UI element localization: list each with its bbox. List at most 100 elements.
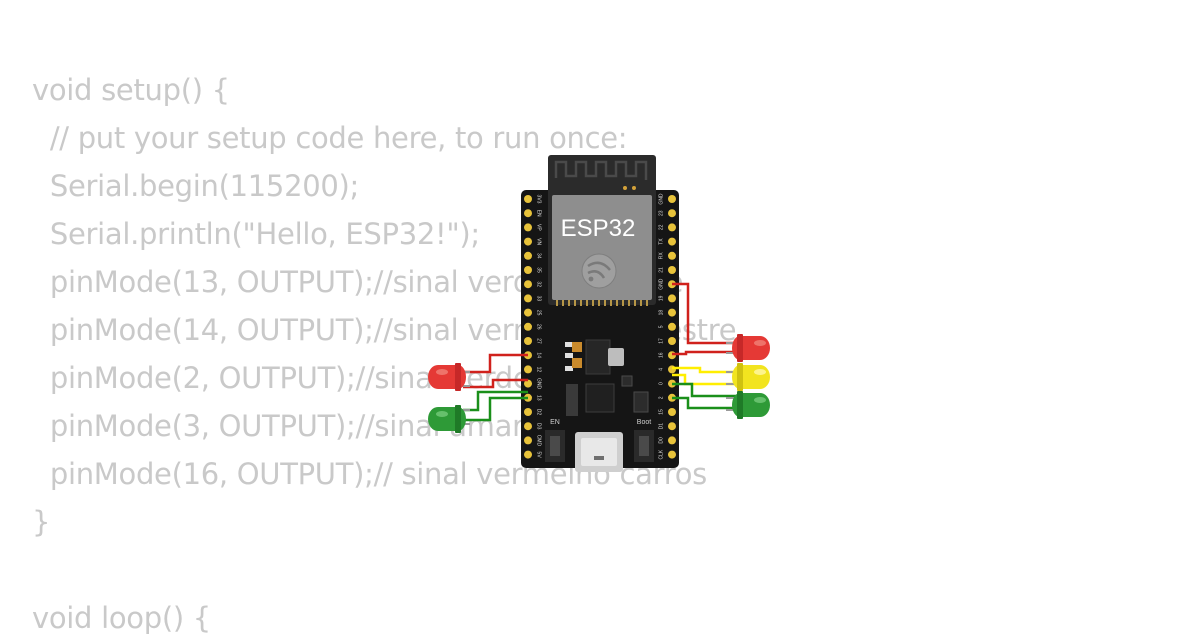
pin-label: 33 (536, 296, 542, 302)
led-yellow-right[interactable] (726, 363, 770, 391)
pin-pad[interactable] (524, 209, 532, 218)
pin-label: 13 (536, 395, 542, 401)
pin-label: 19 (658, 295, 664, 301)
pin-label: 27 (536, 338, 542, 344)
pin-pad[interactable] (668, 436, 676, 445)
code-line: // put your setup code here, to run once… (32, 121, 628, 155)
pin-label: CMD (536, 435, 542, 447)
pin-label: D3 (536, 423, 542, 430)
pin-label: 22 (658, 224, 664, 230)
wire-yellow-right[interactable] (672, 366, 737, 374)
pin-pad[interactable] (668, 308, 676, 317)
pin-pad[interactable] (524, 450, 532, 459)
pin-pad[interactable] (524, 223, 532, 232)
pin-label: 16 (658, 352, 664, 358)
wire-red-left[interactable] (463, 353, 528, 374)
pin-label: 26 (536, 324, 542, 330)
led-red-right[interactable] (726, 334, 770, 362)
pin-label: 0 (658, 382, 664, 385)
pin-pad[interactable] (524, 337, 532, 345)
pin-label: 35 (536, 267, 542, 273)
code-line: void setup() { (32, 73, 230, 107)
pin-pad[interactable] (668, 223, 676, 232)
pin-pad[interactable] (524, 294, 532, 303)
pin-label: 5V (536, 452, 542, 459)
pin-pad[interactable] (668, 294, 676, 303)
smd-component (565, 366, 573, 371)
pin-pad[interactable] (668, 365, 676, 374)
pin-label: 18 (658, 310, 664, 316)
module-pads (556, 300, 648, 306)
led-green-left[interactable] (428, 405, 470, 433)
wire-gnd-left[interactable] (463, 378, 528, 389)
pin-label: 17 (658, 338, 664, 344)
led-red-left[interactable] (428, 363, 470, 391)
code-line: } (32, 505, 51, 539)
module-shield (552, 195, 652, 300)
code-line: void loop() { (32, 601, 211, 635)
pin-pad[interactable] (524, 365, 532, 374)
pin-label: CLK (658, 449, 664, 459)
pin-label: 34 (536, 253, 542, 259)
smd-component (565, 353, 573, 358)
pin-pad[interactable] (668, 251, 676, 260)
boot-label: Boot (637, 419, 651, 426)
left-pin-header: 3V3ENVPVN343532332526271412GND13D2D3CMD5… (524, 195, 542, 459)
pin-pad[interactable] (668, 408, 676, 416)
pin-pad[interactable] (524, 379, 532, 388)
pin-label: VN (536, 238, 542, 245)
led-green-right[interactable] (726, 391, 770, 419)
pin-label: 25 (536, 310, 542, 316)
pin-label: 15 (658, 409, 664, 415)
pin-pad[interactable] (668, 322, 676, 331)
pin-pad[interactable] (524, 436, 532, 445)
pin-label: 4 (658, 368, 664, 371)
board-label: ESP32 (561, 215, 636, 242)
pin-pad[interactable] (668, 337, 676, 345)
wire-green-left-1[interactable] (463, 390, 528, 412)
pin-pad[interactable] (524, 195, 532, 203)
pin-pad[interactable] (524, 280, 532, 289)
pin-label: 14 (536, 352, 542, 358)
pin-pad[interactable] (668, 450, 676, 459)
smd-component (633, 391, 649, 413)
wire-yellow-right-2[interactable] (672, 373, 737, 386)
pin-pad[interactable] (524, 422, 532, 431)
pin-label: TX (658, 238, 664, 245)
pin-pad[interactable] (668, 209, 676, 218)
usb-uart-chip (585, 383, 615, 413)
pin-pad[interactable] (668, 195, 676, 203)
pin-label: 3V3 (536, 195, 542, 204)
pin-pad[interactable] (524, 266, 532, 274)
pin-pad[interactable] (668, 266, 676, 274)
antenna-pad (632, 186, 636, 190)
micro-usb-port[interactable] (575, 432, 623, 472)
pin-label: 21 (658, 267, 664, 273)
wire-green-left-2[interactable] (463, 396, 528, 422)
pin-label: 32 (536, 281, 542, 287)
wires (463, 282, 737, 422)
pin-label: GND (536, 378, 542, 390)
pin-pad[interactable] (524, 322, 532, 331)
boot-button[interactable] (634, 430, 654, 462)
pin-pad[interactable] (524, 237, 532, 246)
pin-pad[interactable] (524, 251, 532, 260)
pin-label: 23 (658, 210, 664, 216)
smd-led (572, 358, 582, 368)
pin-pad[interactable] (668, 422, 676, 431)
wire-green-right[interactable] (672, 382, 737, 398)
pin-label: D0 (658, 437, 664, 444)
pin-label: GND (658, 278, 664, 290)
wire-red-right[interactable] (672, 350, 737, 356)
smd-led (572, 342, 582, 352)
pin-pad[interactable] (668, 237, 676, 246)
wire-red-right-gnd[interactable] (672, 282, 737, 345)
pin-label: D2 (536, 409, 542, 416)
pin-pad[interactable] (524, 308, 532, 317)
pin-label: 2 (658, 396, 664, 399)
wire-green-right-2[interactable] (672, 396, 737, 410)
en-button[interactable] (545, 430, 565, 462)
esp32-board[interactable]: ESP32 (521, 155, 679, 472)
pin-pad[interactable] (524, 408, 532, 416)
